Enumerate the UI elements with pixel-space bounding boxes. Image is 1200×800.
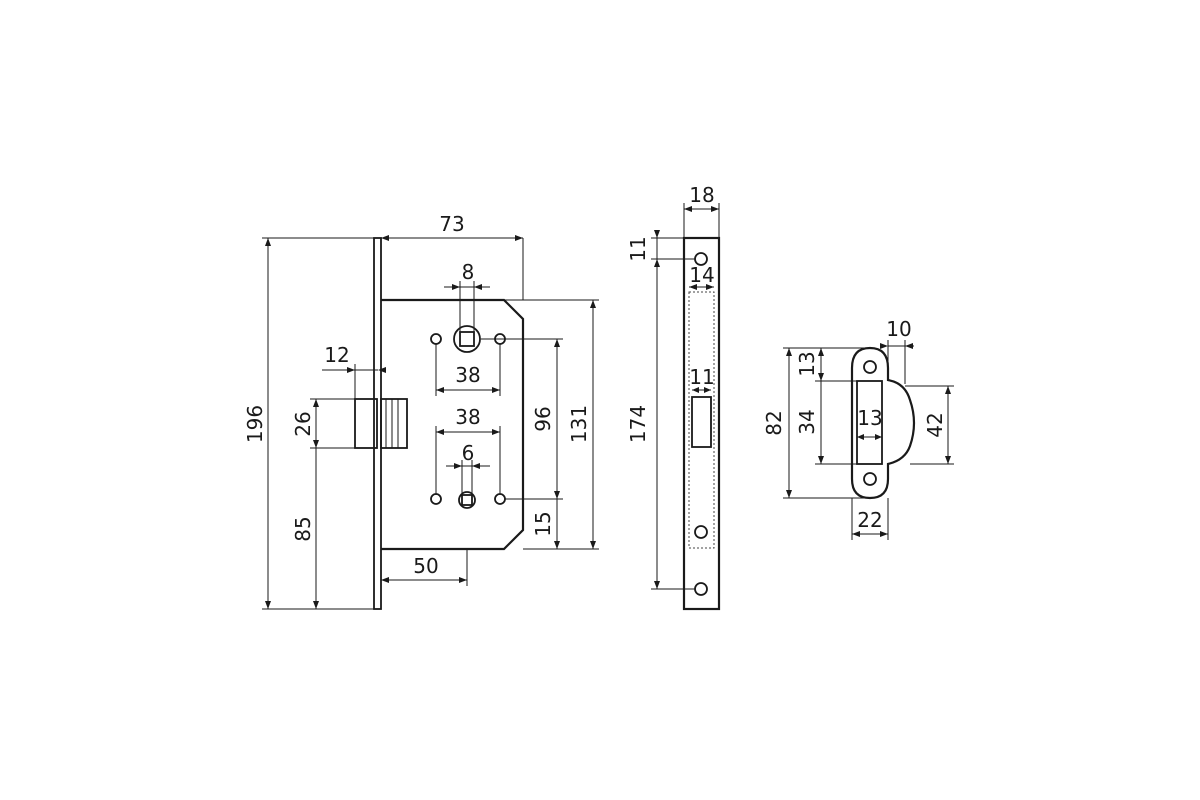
label-lower-offset: 15 xyxy=(531,511,555,536)
faceplate-latch-slot xyxy=(691,396,712,448)
spindle-square-hole xyxy=(459,331,475,347)
spindle-follower xyxy=(453,325,481,353)
strike-plate-view xyxy=(850,346,916,500)
latch-housing xyxy=(380,398,408,449)
label-latch-projection: 12 xyxy=(324,343,349,367)
turn-follower xyxy=(458,491,476,509)
turn-square-hole xyxy=(461,494,473,506)
strike-plate-opening xyxy=(856,380,883,465)
lock-body xyxy=(354,237,525,610)
label-strike-top-offset: 13 xyxy=(795,351,819,376)
label-center-distance: 96 xyxy=(531,406,555,431)
faceplate-labels: 18 11 174 14 11 xyxy=(626,183,715,443)
label-strike-total-height: 82 xyxy=(762,410,786,435)
faceplate-lower-hole xyxy=(694,525,708,539)
label-latch-height: 26 xyxy=(291,411,315,436)
label-strike-lip-height: 42 xyxy=(923,412,947,437)
strike-plate-labels: 10 82 13 34 13 42 22 xyxy=(762,317,947,532)
label-faceplate-length: 174 xyxy=(626,405,650,443)
upper-left-hole xyxy=(430,333,442,345)
label-strike-opening-width: 13 xyxy=(857,406,882,430)
label-body-width: 73 xyxy=(439,212,464,236)
label-upper-spacing: 38 xyxy=(455,363,480,387)
label-faceplate-latch-slot: 11 xyxy=(689,365,714,389)
label-lower-spacing: 38 xyxy=(455,405,480,429)
strike-plate-top-hole xyxy=(863,360,877,374)
label-backset: 50 xyxy=(413,554,438,578)
label-lower-square: 6 xyxy=(462,441,475,465)
label-strike-opening-height: 34 xyxy=(795,409,819,434)
strike-plate-dimensions xyxy=(783,340,954,540)
faceplate-outline xyxy=(682,236,721,611)
label-strike-width: 22 xyxy=(857,508,882,532)
label-latch-from-bottom: 85 xyxy=(291,516,315,541)
faceplate-view xyxy=(682,236,721,611)
label-body-height: 131 xyxy=(567,405,591,443)
lock-body-labels: 73 196 12 26 85 50 8 38 38 6 96 15 131 xyxy=(243,212,591,578)
lock-case xyxy=(381,298,525,551)
faceplate-bottom-hole xyxy=(694,582,708,596)
label-faceplate-width: 18 xyxy=(689,183,714,207)
faceplate-dotted-slot xyxy=(688,291,715,549)
label-strike-tab: 10 xyxy=(886,317,911,341)
latch-bolt xyxy=(354,398,378,449)
lower-right-hole xyxy=(494,493,506,505)
faceplate-dimensions xyxy=(651,203,720,590)
label-spindle-square: 8 xyxy=(462,260,475,284)
strike-plate-bottom-hole xyxy=(863,472,877,486)
label-faceplate-slot-width: 14 xyxy=(689,263,714,287)
strike-plate-outline xyxy=(850,346,916,500)
lower-left-hole xyxy=(430,493,442,505)
label-total-height: 196 xyxy=(243,405,267,443)
lock-body-dimensions xyxy=(262,235,599,610)
label-faceplate-top-offset: 11 xyxy=(626,236,650,261)
